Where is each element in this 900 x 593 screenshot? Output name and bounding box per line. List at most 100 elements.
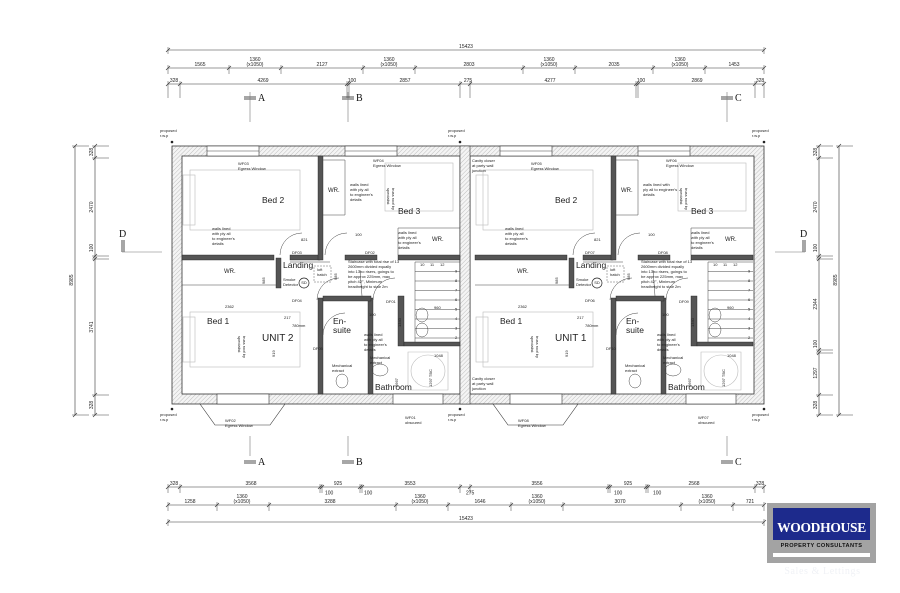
stair-step-number: 9	[748, 269, 751, 274]
rwp-marker	[762, 140, 766, 144]
bed-furniture	[677, 162, 747, 212]
stair-step-number: 10	[420, 262, 425, 267]
stair-step-number: 6	[455, 297, 458, 302]
section-marker-a: A	[258, 457, 266, 468]
dim-label: 3553	[404, 481, 415, 487]
basin	[415, 307, 429, 323]
label-bed2: Bed 2	[262, 195, 284, 205]
label-wr-a: WR.	[621, 188, 633, 194]
label-d985b: 985	[626, 273, 631, 280]
dim-label: 1360(x1050)	[699, 494, 716, 505]
label-truss-bed1: truss roof byspecialist	[530, 336, 540, 358]
dim-leader-label: 275	[466, 491, 475, 497]
label-sd: SD	[594, 280, 600, 285]
rwp-marker	[458, 140, 462, 144]
wc	[664, 363, 682, 377]
logo-tagline: Sales & Lettings	[784, 566, 861, 577]
door-swing	[609, 277, 633, 301]
dim-label: 1360(x1050)	[529, 494, 546, 505]
dim-leader-label: 100	[325, 491, 334, 497]
dim-label: 2035	[608, 62, 619, 68]
internal-wall	[317, 155, 324, 261]
section-marker-d: D	[119, 229, 126, 240]
dim-leader-label: 100	[653, 491, 662, 497]
label-wr-b: WR.	[224, 269, 236, 275]
dim-label: 3070	[614, 499, 625, 505]
dim-label: 3288	[324, 499, 335, 505]
section-marker-a: A	[258, 93, 266, 104]
stair-wall	[690, 295, 698, 347]
bed-furniture	[189, 311, 301, 368]
label-d100: 100	[355, 232, 362, 237]
internal-wall	[615, 295, 665, 302]
door-swing	[372, 277, 396, 301]
label-truss-bed3: truss roof byspecialist	[386, 188, 396, 210]
party-wall	[459, 145, 471, 405]
logo-name: WOODHOUSE	[773, 508, 870, 540]
internal-wall	[690, 254, 754, 261]
door-swing	[665, 277, 689, 301]
dim-label: 1360(x1050)	[412, 494, 429, 505]
label-bed3: Bed 3	[691, 206, 713, 216]
dim-label: 275	[464, 78, 473, 84]
window-bath	[685, 393, 737, 405]
section-marker-b: B	[356, 93, 363, 104]
internal-wall	[474, 254, 568, 261]
bath	[407, 351, 449, 391]
section-marker-d: D	[800, 229, 807, 240]
label-bathroom: Bathroom	[375, 382, 412, 392]
label-d960: 960	[727, 305, 734, 310]
landing-wall	[275, 257, 282, 289]
stair-step-number: 4	[455, 316, 458, 321]
dim-label: 1565	[194, 62, 205, 68]
landing-wall	[568, 257, 575, 289]
label-d100: 100	[648, 232, 655, 237]
label-d780: 780mm	[585, 323, 599, 328]
door-swing	[279, 232, 303, 256]
logo-bar	[773, 553, 870, 557]
pillows	[475, 316, 489, 363]
internal-wall	[397, 254, 461, 261]
dim-label: 328	[170, 78, 179, 84]
stair-step-number: 4	[748, 316, 751, 321]
label-d985b: 985	[333, 273, 338, 280]
window-bed1	[216, 393, 270, 405]
label-bathroom: Bathroom	[668, 382, 705, 392]
line	[359, 269, 363, 297]
label-d1048: 1048	[434, 353, 444, 358]
dim-label: 100	[348, 78, 357, 84]
dim-label: 1360(x1050)	[541, 57, 558, 68]
label-d1297: 1297 TBC	[428, 369, 433, 387]
dim-label: 2470	[89, 201, 95, 212]
loft-hatch	[313, 265, 332, 283]
label-wr-a: WR.	[328, 188, 340, 194]
dimension-lines: 1542315651360(x1050)21271360(x1050)28031…	[69, 44, 853, 526]
label-wr-b: WR.	[517, 269, 529, 275]
dim-label: 2568	[688, 481, 699, 487]
wc	[371, 363, 389, 377]
dim-label: 1360(x1050)	[381, 57, 398, 68]
label-door-bed3: DF08	[658, 250, 669, 255]
dim-label: 2127	[316, 62, 327, 68]
label-d821: 821	[594, 237, 601, 242]
label-door-ensuite: DF10	[606, 346, 617, 351]
bay-projection	[492, 403, 579, 426]
label-d2667: 2667	[687, 377, 692, 387]
dim-label: 328	[170, 481, 179, 487]
dim-label: 4269	[257, 78, 268, 84]
stair-step-number: 11	[430, 262, 435, 267]
pillows	[182, 316, 196, 363]
